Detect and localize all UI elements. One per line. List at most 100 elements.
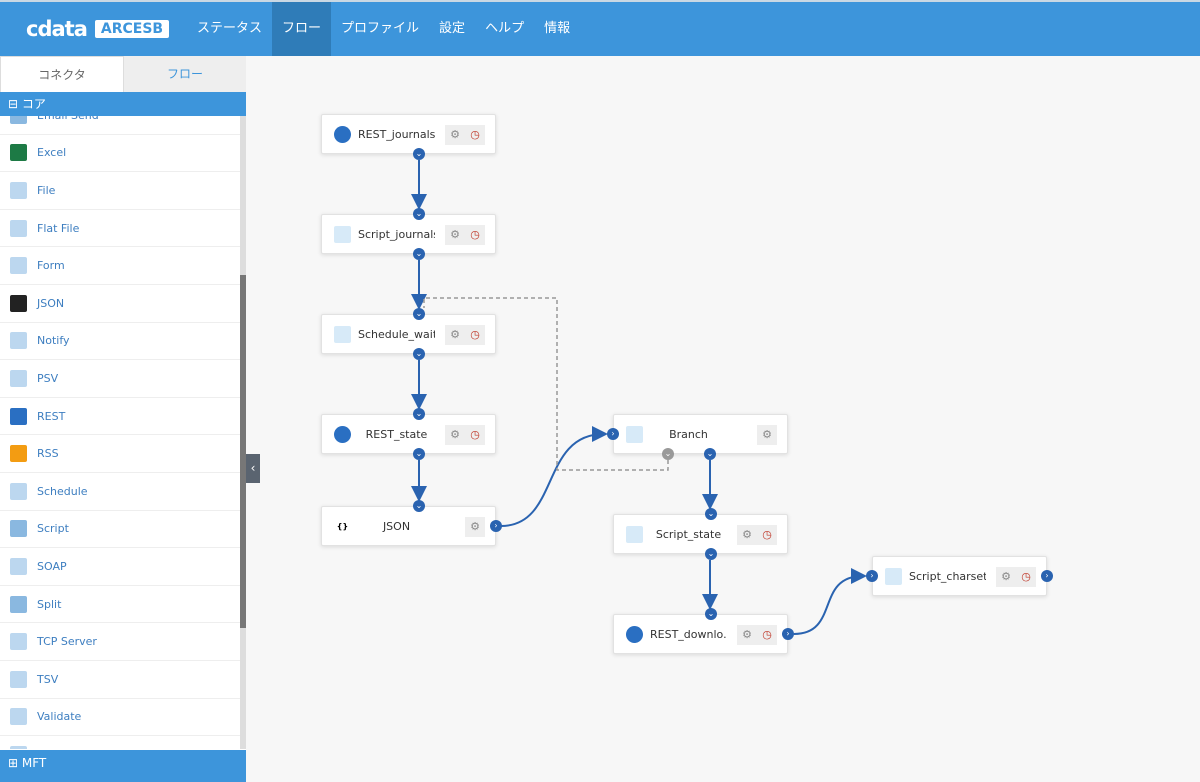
connector-item[interactable]: TSV bbox=[0, 661, 240, 699]
flow-node[interactable]: REST_state ⚙ ◷ bbox=[321, 414, 496, 454]
section-mft-header[interactable]: ⊞ MFT bbox=[0, 750, 246, 782]
settings-gear-icon[interactable]: ⚙ bbox=[762, 428, 772, 441]
flow-node[interactable]: Script_journals ⚙◷ bbox=[321, 214, 496, 254]
flow-node[interactable]: Script_state ⚙ ◷ bbox=[613, 514, 788, 554]
connector-label: REST bbox=[37, 409, 66, 423]
nav-help[interactable]: ヘルプ bbox=[485, 21, 525, 36]
connector-item[interactable]: Email Send bbox=[0, 116, 240, 135]
logo[interactable]: cdata ARCESB bbox=[26, 17, 170, 41]
connection-port[interactable]: ⌄ bbox=[413, 500, 425, 512]
connection-port[interactable]: ⌄ bbox=[413, 148, 425, 160]
nav-status[interactable]: ステータス bbox=[197, 21, 263, 36]
schedule-clock-icon[interactable]: ◷ bbox=[1021, 570, 1031, 583]
flow-node[interactable]: REST_downlo... ⚙◷ bbox=[613, 614, 788, 654]
flow-node[interactable]: Branch ⚙ bbox=[613, 414, 788, 454]
connector-item[interactable] bbox=[0, 736, 240, 749]
flow-node[interactable]: {} JSON ⚙ bbox=[321, 506, 496, 546]
connector-icon bbox=[10, 332, 27, 350]
node-label: REST_state bbox=[365, 428, 428, 441]
connector-item[interactable]: JSON bbox=[0, 285, 240, 323]
connector-item[interactable]: File bbox=[0, 172, 240, 210]
connector-label: File bbox=[37, 183, 56, 197]
settings-gear-icon[interactable]: ⚙ bbox=[450, 428, 460, 441]
edge bbox=[793, 568, 867, 635]
node-label: Script_state bbox=[655, 528, 722, 541]
connector-item[interactable]: SOAP bbox=[0, 548, 240, 586]
settings-gear-icon[interactable]: ⚙ bbox=[450, 128, 460, 141]
connector-icon bbox=[10, 745, 27, 749]
schedule-clock-icon[interactable]: ◷ bbox=[470, 328, 480, 341]
connector-item[interactable]: Schedule bbox=[0, 473, 240, 511]
nav-settings[interactable]: 設定 bbox=[439, 21, 466, 36]
node-label: REST_journals bbox=[358, 128, 435, 141]
settings-gear-icon[interactable]: ⚙ bbox=[450, 228, 460, 241]
connection-port[interactable]: › bbox=[607, 428, 619, 440]
connection-port[interactable]: ⌄ bbox=[662, 448, 674, 460]
connection-port[interactable]: ⌄ bbox=[413, 448, 425, 460]
schedule-clock-icon[interactable]: ◷ bbox=[762, 628, 772, 641]
connector-item[interactable]: Form bbox=[0, 247, 240, 285]
connection-port[interactable]: ⌄ bbox=[413, 348, 425, 360]
connection-port[interactable]: ⌄ bbox=[705, 608, 717, 620]
section-core-header[interactable]: ⊟ コア bbox=[0, 92, 246, 116]
schedule-clock-icon[interactable]: ◷ bbox=[470, 228, 480, 241]
nav-profile[interactable]: プロファイル bbox=[341, 21, 420, 36]
nav-info[interactable]: 情報 bbox=[544, 21, 571, 36]
connection-port[interactable]: › bbox=[1041, 570, 1053, 582]
settings-gear-icon[interactable]: ⚙ bbox=[742, 528, 752, 541]
connection-port[interactable]: › bbox=[782, 628, 794, 640]
rest-icon bbox=[626, 626, 643, 643]
connector-label: PSV bbox=[37, 371, 59, 385]
connector-item[interactable]: RSS bbox=[0, 435, 240, 473]
connector-icon bbox=[10, 557, 27, 575]
flow-node[interactable]: Script_charset ⚙ ◷ bbox=[872, 556, 1047, 596]
schedule-clock-icon[interactable]: ◷ bbox=[762, 528, 772, 541]
scrollbar-thumb[interactable] bbox=[240, 275, 246, 628]
flow-node[interactable]: REST_journals ⚙ ◷ bbox=[321, 114, 496, 154]
connector-icon bbox=[10, 294, 27, 312]
connection-port[interactable]: ⌄ bbox=[413, 408, 425, 420]
rest-icon bbox=[334, 426, 351, 443]
tab-flows[interactable]: フロー bbox=[166, 67, 203, 81]
connection-port[interactable]: › bbox=[866, 570, 878, 582]
connector-item[interactable]: Script bbox=[0, 511, 240, 549]
connection-port[interactable]: ⌄ bbox=[705, 508, 717, 520]
connector-item[interactable]: Excel bbox=[0, 135, 240, 173]
sidebar: コネクタ フロー ⊟ コア Email SendExcelFileFlat Fi… bbox=[0, 56, 246, 782]
tab-connectors[interactable]: コネクタ bbox=[0, 56, 124, 92]
connector-item[interactable]: Notify bbox=[0, 323, 240, 361]
connector-label: Notify bbox=[37, 334, 70, 348]
flow-node[interactable]: Schedule_wait ⚙◷ bbox=[321, 314, 496, 354]
connector-item[interactable]: PSV bbox=[0, 360, 240, 398]
connector-label: Excel bbox=[37, 146, 67, 160]
collapse-sidebar-button[interactable]: ‹ bbox=[246, 454, 260, 483]
main-nav: ステータス フロー プロファイル 設定 ヘルプ 情報 bbox=[187, 2, 580, 56]
connector-item[interactable]: Flat File bbox=[0, 210, 240, 248]
connection-port[interactable]: ⌄ bbox=[704, 448, 716, 460]
schedule-clock-icon[interactable]: ◷ bbox=[470, 428, 480, 441]
node-label: Script_charset bbox=[909, 570, 986, 583]
json-icon: {} bbox=[334, 518, 351, 535]
nav-flow[interactable]: フロー bbox=[272, 2, 332, 56]
connector-item[interactable]: REST bbox=[0, 398, 240, 436]
settings-gear-icon[interactable]: ⚙ bbox=[470, 520, 480, 533]
connector-label: Schedule bbox=[37, 484, 88, 498]
connection-port[interactable]: ⌄ bbox=[705, 548, 717, 560]
connection-port[interactable]: › bbox=[490, 520, 502, 532]
connection-port[interactable]: ⌄ bbox=[413, 308, 425, 320]
schedule-clock-icon[interactable]: ◷ bbox=[470, 128, 480, 141]
settings-gear-icon[interactable]: ⚙ bbox=[1001, 570, 1011, 583]
connector-item[interactable]: TCP Server bbox=[0, 623, 240, 661]
settings-gear-icon[interactable]: ⚙ bbox=[450, 328, 460, 341]
connector-label: Validate bbox=[37, 710, 82, 724]
connector-icon bbox=[10, 445, 27, 463]
connector-icon bbox=[10, 595, 27, 613]
connection-port[interactable]: ⌄ bbox=[413, 208, 425, 220]
connector-icon bbox=[10, 482, 27, 500]
settings-gear-icon[interactable]: ⚙ bbox=[742, 628, 752, 641]
connection-port[interactable]: ⌄ bbox=[413, 248, 425, 260]
connector-item[interactable]: Validate bbox=[0, 699, 240, 737]
connector-item[interactable]: Split bbox=[0, 586, 240, 624]
node-label: Branch bbox=[669, 428, 708, 441]
script-icon bbox=[626, 526, 643, 543]
